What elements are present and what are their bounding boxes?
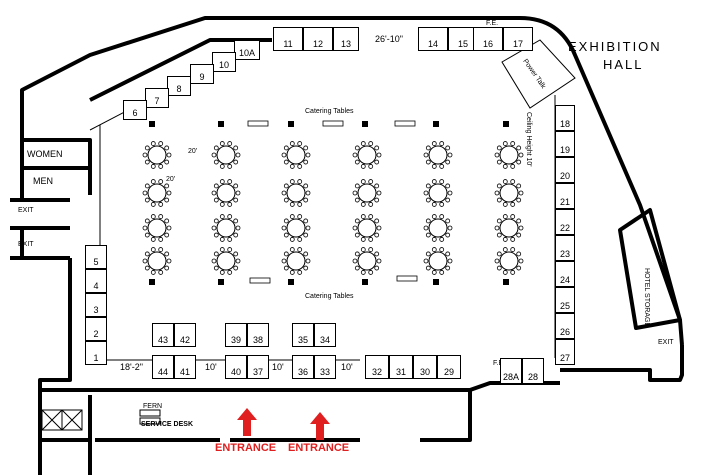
booth-5[interactable]: 5 (85, 245, 107, 269)
entrance-arrow-icon (237, 408, 257, 436)
booth-9[interactable]: 9 (190, 64, 214, 84)
aisle-3-dim: 10' (341, 362, 353, 372)
entrance-arrow-icon (310, 412, 330, 440)
hotel-storage (618, 208, 682, 330)
booth-2[interactable]: 2 (85, 317, 107, 341)
booth-31[interactable]: 31 (389, 355, 413, 379)
booth-10A[interactable]: 10A (234, 40, 260, 60)
booth-14[interactable]: 14 (418, 27, 448, 51)
booth-13[interactable]: 13 (333, 27, 359, 51)
booth-44[interactable]: 44 (152, 355, 174, 379)
booth-16[interactable]: 16 (473, 27, 503, 51)
booth-30[interactable]: 30 (413, 355, 437, 379)
fire-extinguisher-2: F.E. (493, 360, 505, 367)
exit-label-2[interactable]: EXIT (18, 241, 34, 248)
booth-23[interactable]: 23 (555, 235, 575, 261)
booth-29[interactable]: 29 (437, 355, 461, 379)
booth-26[interactable]: 26 (555, 313, 575, 339)
booth-3[interactable]: 3 (85, 293, 107, 317)
booth-34[interactable]: 34 (314, 323, 336, 347)
aisle-1-dim: 10' (205, 362, 217, 372)
catering-top-label: Catering Tables (305, 108, 354, 115)
corridor-wall (40, 390, 472, 475)
booth-35[interactable]: 35 (292, 323, 314, 347)
booth-4[interactable]: 4 (85, 269, 107, 293)
booth-12[interactable]: 12 (303, 27, 333, 51)
booth-1[interactable]: 1 (85, 341, 107, 365)
entrance-label-1[interactable]: ENTRANCE (215, 442, 277, 454)
booth-21[interactable]: 21 (555, 183, 575, 209)
exit-label-3[interactable]: EXIT (658, 339, 674, 346)
outer-wall-top (20, 16, 684, 346)
booth-32[interactable]: 32 (365, 355, 389, 379)
men-restroom-label: MEN (33, 176, 53, 186)
table-gap-v-dim: 20' (166, 176, 176, 183)
hall-title-line2: HALL (603, 57, 644, 72)
hall-title-line1: EXHIBITION (568, 39, 662, 54)
table-gap-dim: 20' (188, 148, 198, 155)
booth-6[interactable]: 6 (123, 100, 147, 120)
booth-8[interactable]: 8 (167, 76, 191, 96)
booth-7[interactable]: 7 (145, 88, 169, 108)
booth-28[interactable]: 28 (522, 358, 544, 384)
booth-24[interactable]: 24 (555, 261, 575, 287)
booth-36[interactable]: 36 (292, 355, 314, 379)
booth-20[interactable]: 20 (555, 157, 575, 183)
bottom-wall (40, 381, 560, 392)
fern-label: FERN (143, 403, 163, 410)
booth-11[interactable]: 11 (273, 27, 303, 51)
booth-40[interactable]: 40 (225, 355, 247, 379)
booth-28A[interactable]: 28A (500, 358, 522, 384)
women-restroom-label: WOMEN (27, 149, 63, 159)
fire-extinguisher-1: F.E. (486, 20, 499, 27)
hotel-storage-label: HOTEL STORAGE (643, 268, 650, 328)
booth-25[interactable]: 25 (555, 287, 575, 313)
top-width-dim: 26'-10" (375, 34, 403, 44)
booth-41[interactable]: 41 (174, 355, 196, 379)
booth-43[interactable]: 43 (152, 323, 174, 347)
booth-27[interactable]: 27 (555, 339, 575, 365)
aisle-2-dim: 10' (272, 362, 284, 372)
aisle-left-dim: 18'-2" (120, 362, 143, 372)
booth-19[interactable]: 19 (555, 131, 575, 157)
ceiling-label: Ceiling Height 10' (525, 112, 532, 167)
booth-17[interactable]: 17 (503, 27, 533, 51)
service-desk-label: SERVICE DESK (141, 421, 193, 428)
booth-38[interactable]: 38 (247, 323, 269, 347)
booth-10[interactable]: 10 (212, 52, 236, 72)
exit-wall (10, 198, 70, 260)
booth-39[interactable]: 39 (225, 323, 247, 347)
booth-22[interactable]: 22 (555, 209, 575, 235)
outer-wall-right-bottom (560, 345, 684, 382)
catering-bottom-label: Catering Tables (305, 293, 354, 300)
booth-42[interactable]: 42 (174, 323, 196, 347)
exit-label-1[interactable]: EXIT (18, 207, 34, 214)
booth-18[interactable]: 18 (555, 105, 575, 131)
booth-37[interactable]: 37 (247, 355, 269, 379)
entrance-label-2[interactable]: ENTRANCE (288, 442, 350, 454)
restroom-walls (22, 138, 92, 195)
booth-33[interactable]: 33 (314, 355, 336, 379)
